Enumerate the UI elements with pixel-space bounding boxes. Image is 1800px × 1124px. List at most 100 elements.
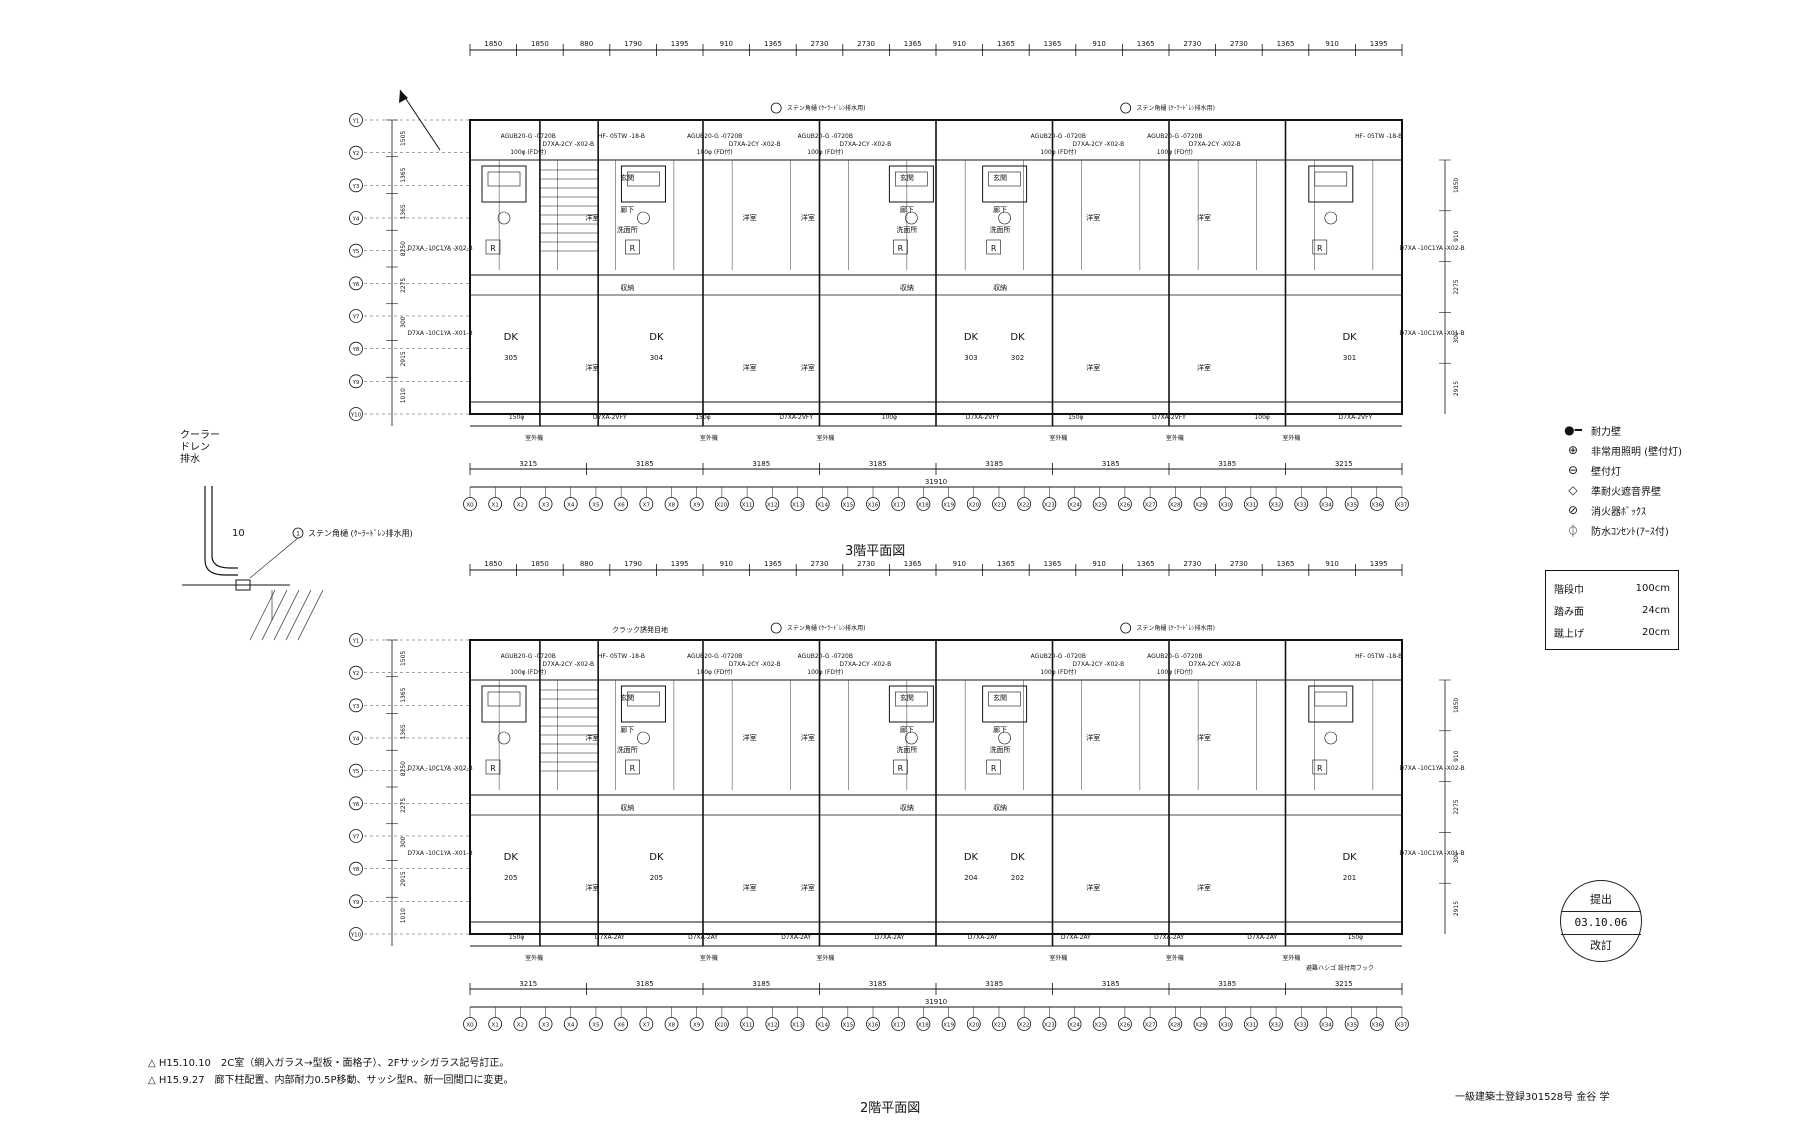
grid-label-y: Y9 (352, 900, 360, 906)
cooler-drain-label-1: クーラー (180, 430, 220, 441)
fixture-agub: AGUB20-G -0720B (687, 133, 742, 140)
callout-circle (770, 622, 782, 634)
grid-label-x: X4 (567, 503, 575, 509)
room-number: 303 (964, 354, 977, 362)
grid-label-x: X34 (1321, 503, 1332, 509)
grid-label-x: X22 (1019, 1023, 1030, 1029)
top-dimension-label: 1365 (1044, 560, 1062, 568)
right-dimension-label: 2915 (1453, 901, 1460, 916)
grid-label-x: X17 (893, 1023, 904, 1029)
pipe-note: 100φ (FD付) (510, 148, 546, 156)
room-label-shuno: 収納 (620, 283, 634, 292)
grid-bubble-x (1218, 497, 1233, 511)
top-dimension-label: 1365 (904, 560, 922, 568)
room-label-senmen: 洗面所 (990, 745, 1011, 754)
ground-hatch (261, 589, 288, 641)
grid-bubble-x (1042, 1017, 1057, 1031)
right-dimension-label: 1850 (1453, 178, 1460, 193)
grid-label-x: X32 (1271, 503, 1282, 509)
grid-bubble-x (614, 1017, 629, 1031)
room-label-roka: 廊下 (993, 725, 1007, 734)
callout-circle (1120, 102, 1132, 114)
fridge-box (893, 759, 908, 775)
grid-label-y: Y9 (352, 380, 360, 386)
pipe-note: 100φ (FD付) (1157, 148, 1193, 156)
bathtub (487, 171, 521, 187)
room-label-yoshitsu: 洋室 (1197, 363, 1211, 372)
sten-drain-note: ステン角樋 (ｸｰﾗｰﾄﾞﾚﾝ排水用) (787, 624, 866, 632)
fridge-label: R (991, 244, 997, 253)
fixture-d7xa-2cy: D7XA-2CY -X02-B (542, 661, 594, 668)
front-sash-label: 150φ (695, 414, 710, 421)
bottom-dimension-label: 3185 (1218, 980, 1236, 988)
grid-bubble-x (488, 497, 503, 511)
room-label-yoshitsu: 洋室 (743, 213, 757, 222)
sten-drain-note: ステン角樋 (ｸｰﾗｰﾄﾞﾚﾝ排水用) (787, 104, 866, 112)
grid-label-x: X11 (742, 1023, 753, 1029)
bathroom-unit (888, 165, 934, 203)
fridge-label: R (490, 244, 496, 253)
cooler-drain-label-2: ドレン (180, 442, 210, 453)
grid-bubble-x (992, 1017, 1006, 1031)
grid-bubble-x (992, 497, 1006, 511)
legend-label: 準耐火遮音界壁 (1591, 486, 1661, 498)
bottom-dimension-label: 3215 (1335, 460, 1353, 468)
grid-label-y: Y6 (352, 282, 360, 288)
grid-bubble-x (1294, 1017, 1309, 1031)
fixture-agub: AGUB20-G -0720B (1147, 653, 1202, 660)
cooler-drain-angle: 10 (232, 528, 245, 539)
dk-label: DK (964, 332, 979, 343)
grid-label-x: X37 (1397, 503, 1408, 509)
left-dimension-label: 1010 (400, 388, 407, 403)
grid-label-x: X35 (1346, 503, 1357, 509)
grid-bubble-x (740, 497, 754, 511)
top-dimension-label: 2730 (1230, 560, 1248, 568)
grid-label-y: Y1 (352, 639, 360, 645)
grid-label-x: X28 (1170, 503, 1181, 509)
grid-bubble-x (664, 497, 679, 511)
grid-label-y: Y5 (352, 769, 360, 775)
bottom-dimension-label: 3185 (752, 460, 770, 468)
grid-label-y: Y2 (352, 671, 360, 677)
grid-label-x: X22 (1019, 503, 1030, 509)
grid-label-x: X37 (1397, 1023, 1408, 1029)
room-number: 205 (504, 874, 517, 882)
grid-bubble-x (790, 1017, 805, 1031)
window-spec-right-b: D7XA -10C1YA -X01-B (1399, 330, 1464, 337)
room-label-yoshitsu: 洋室 (1086, 213, 1100, 222)
revision-note: △ H15.9.27 廊下柱配置、内部耐力0.5P移動、サッシ型R、新一回間口に… (148, 1075, 514, 1086)
left-dimension-label: 1505 (400, 651, 407, 666)
top-dimension-label: 2730 (1230, 40, 1248, 48)
legend-label: 壁付灯 (1591, 466, 1621, 478)
spec-value: 100cm (1635, 582, 1670, 594)
pipe-note: 100φ (FD付) (697, 148, 733, 156)
stamp-bottom: 改訂 (1590, 939, 1612, 952)
grid-bubble-x (1193, 1017, 1208, 1031)
grid-label-x: X0 (466, 1023, 474, 1029)
top-dimension-label: 1365 (997, 560, 1015, 568)
grid-bubble-x (1243, 1017, 1258, 1031)
grid-label-x: X27 (1145, 1023, 1156, 1029)
top-dimension-label: 910 (720, 40, 733, 48)
front-sash-label: D7XA-2AY (874, 934, 904, 941)
approval-stamp: 提出 03.10.06 改訂 (1560, 880, 1642, 962)
grid-bubble-y (349, 341, 363, 356)
room-label-roka: 廊下 (900, 725, 914, 734)
outdoor-unit-label: 室外機 (525, 434, 543, 442)
grid-label-x: X23 (1044, 503, 1055, 509)
left-dimension-label: 2275 (400, 278, 407, 293)
legend-row: ⏀防水ｺﾝｾﾝﾄ(ｱｰｽ付) (1555, 520, 1775, 540)
callout-number: 1 (296, 531, 300, 538)
grid-bubble-y (349, 698, 363, 713)
grid-bubble-x (891, 497, 906, 511)
north-arrow-head (399, 90, 408, 103)
top-dimension-label: 1850 (531, 560, 549, 568)
grid-bubble-y (349, 374, 363, 389)
bottom-dimension-label: 3185 (869, 980, 887, 988)
fixture-agub: AGUB20-G -0720B (1147, 133, 1202, 140)
extinguisher-box-icon: ⊘ (1567, 503, 1579, 517)
bottom-dimension-label: 3185 (1102, 460, 1120, 468)
pipe-note: 100φ (FD付) (510, 668, 546, 676)
